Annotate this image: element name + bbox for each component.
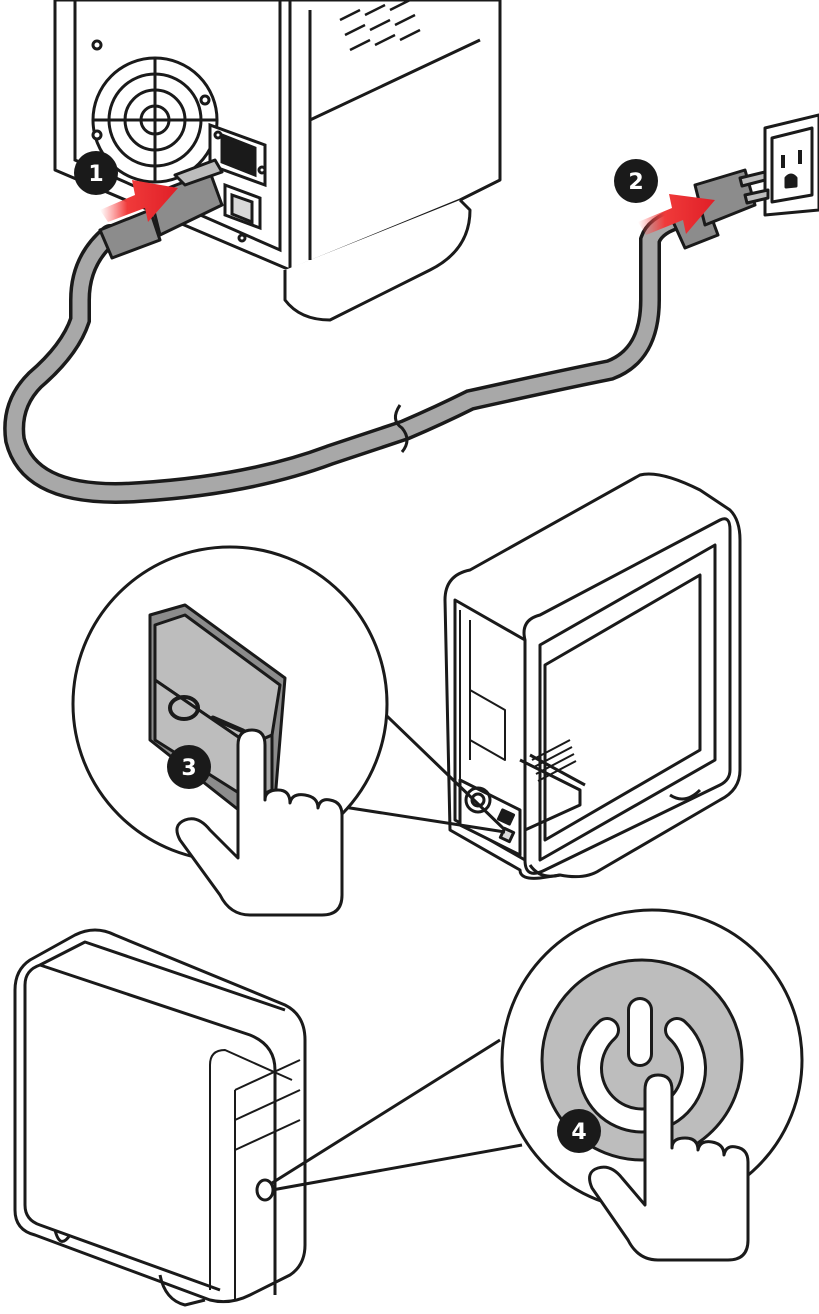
ac-inlet xyxy=(208,122,267,188)
pc-case-rear xyxy=(443,472,742,880)
wall-outlet-icon xyxy=(763,113,819,217)
psu-rear-plate xyxy=(73,0,282,253)
power-cable xyxy=(6,210,688,501)
zoom-callout-lines-2 xyxy=(271,1038,523,1192)
step-number-2: 2 xyxy=(628,170,643,195)
step-badge-1: 1 xyxy=(74,151,118,195)
tower-power-button[interactable] xyxy=(255,1178,275,1202)
hand-pointer-icon xyxy=(175,728,344,917)
step-badge-3: 3 xyxy=(167,745,211,789)
arrow-icon xyxy=(638,194,715,235)
psu-rocker-switch xyxy=(223,182,262,243)
step-badge-2: 2 xyxy=(614,159,658,203)
vent-slots xyxy=(339,0,421,52)
pc-tower-front xyxy=(13,928,307,1307)
magnifier-switch xyxy=(71,545,389,917)
arrow-icon xyxy=(100,180,178,222)
step-number-4: 4 xyxy=(571,1120,586,1145)
step-number-3: 3 xyxy=(181,756,196,781)
switch-on-symbol xyxy=(210,715,246,734)
magnifier-power-button xyxy=(500,908,804,1262)
step-badge-4: 4 xyxy=(557,1109,601,1153)
step-number-1: 1 xyxy=(88,162,103,187)
cable-break-mark xyxy=(394,404,409,453)
power-icon xyxy=(577,997,707,1134)
iec-connector xyxy=(98,158,224,260)
fan-grille xyxy=(91,56,219,184)
hand-pointer-icon xyxy=(588,1073,750,1262)
switch-off-symbol xyxy=(168,695,200,721)
